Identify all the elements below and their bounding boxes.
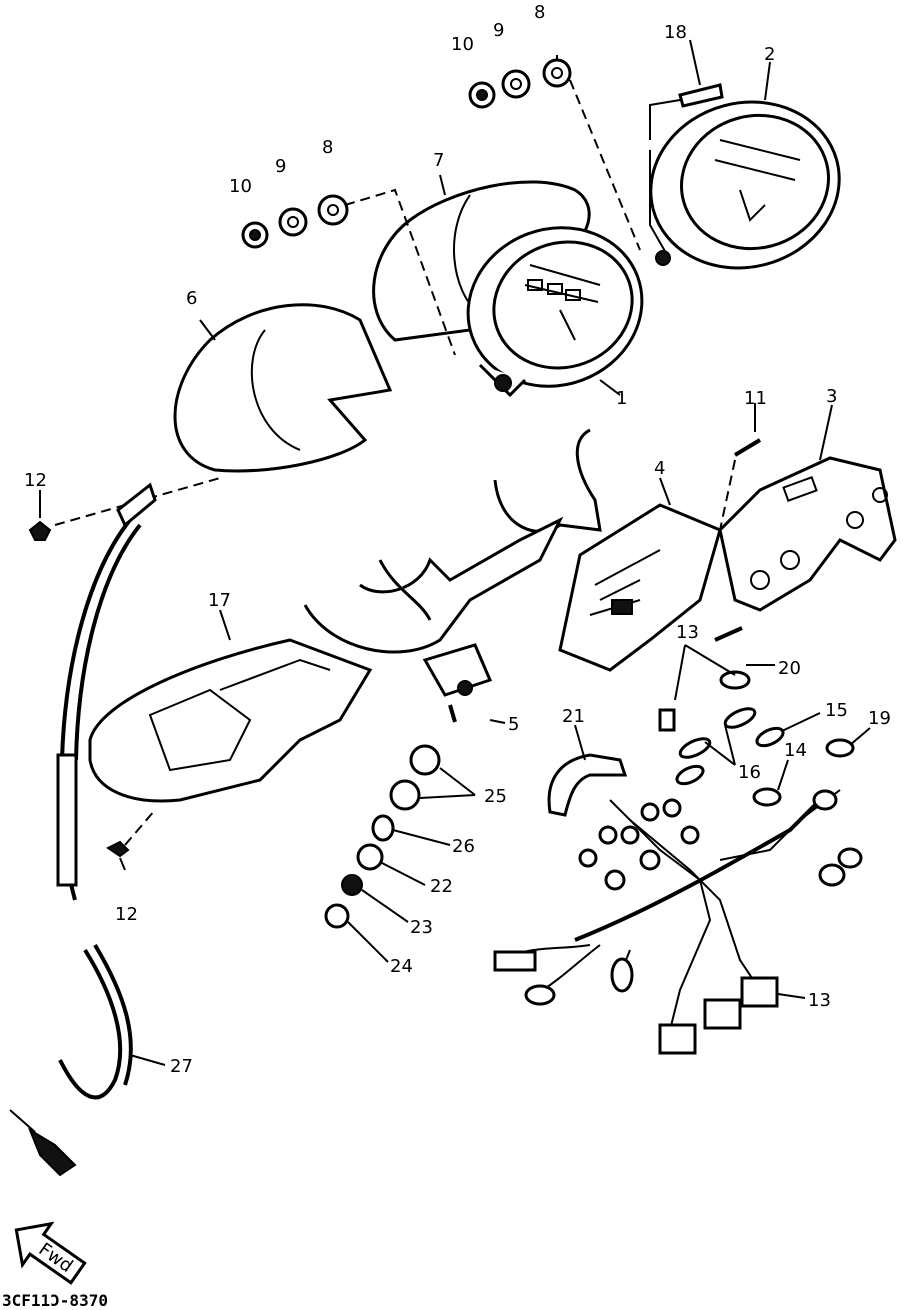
switch-5 <box>422 643 493 723</box>
callout-label: 24 <box>390 956 413 977</box>
callout-label: 11 <box>744 388 767 409</box>
wire-harness-13 <box>493 789 863 1055</box>
washer-set-upper <box>468 58 572 109</box>
callout-label: 10 <box>229 176 252 197</box>
diagram-code: 3CF11Ͻ-8370 <box>2 1291 108 1310</box>
bracket-3 <box>718 456 897 612</box>
washer-set-lower <box>241 194 349 249</box>
callout-label: 4 <box>654 458 665 479</box>
lower-bracket <box>303 516 564 654</box>
indicator-panel-4 <box>493 428 722 672</box>
callout-label: 3 <box>826 386 837 407</box>
callout-label: 13 <box>808 990 831 1011</box>
callout-label: 23 <box>410 917 433 938</box>
callout-label: 8 <box>534 2 545 23</box>
callout-label: 22 <box>430 876 453 897</box>
bulb-parts <box>324 670 855 929</box>
callout-label: 6 <box>186 288 197 309</box>
callout-label: 15 <box>825 700 848 721</box>
callout-label: 21 <box>562 706 585 727</box>
callout-label: 17 <box>208 590 231 611</box>
housing-17 <box>88 638 373 803</box>
callout-label: 2 <box>764 44 775 65</box>
meter-cable-27 <box>9 482 157 1177</box>
tachometer-2 <box>649 100 841 270</box>
callout-label: 9 <box>493 20 504 41</box>
callout-label: 27 <box>170 1056 193 1077</box>
screw-12-bottom <box>106 809 156 858</box>
callout-label: 16 <box>738 762 761 783</box>
callout-label: 20 <box>778 658 801 679</box>
callout-label: 19 <box>868 708 891 729</box>
speedometer-1 <box>466 226 644 398</box>
callout-labels: 1 2 3 4 5 6 7 8 8 9 9 10 10 11 12 12 13 … <box>24 2 891 1077</box>
callout-label: 5 <box>508 714 519 735</box>
callout-label: 9 <box>275 156 286 177</box>
callout-label: 8 <box>322 137 333 158</box>
meter-cover-6 <box>173 303 393 473</box>
forward-arrow: Fwd <box>14 1221 87 1285</box>
callout-label: 25 <box>484 786 507 807</box>
part-18 <box>678 83 724 108</box>
leader-lines <box>39 39 871 1066</box>
screw-20 <box>714 626 743 642</box>
screw-11 <box>733 438 762 457</box>
callout-label: 12 <box>24 470 47 491</box>
callout-label: 10 <box>451 34 474 55</box>
callout-label: 26 <box>452 836 475 857</box>
callout-label: 18 <box>664 22 687 43</box>
callout-label: 7 <box>433 150 444 171</box>
callout-label: 13 <box>676 622 699 643</box>
callout-label: 1 <box>616 388 627 409</box>
callout-label: 14 <box>784 740 807 761</box>
callout-label: 12 <box>115 904 138 925</box>
meter-cover-7 <box>372 180 591 342</box>
